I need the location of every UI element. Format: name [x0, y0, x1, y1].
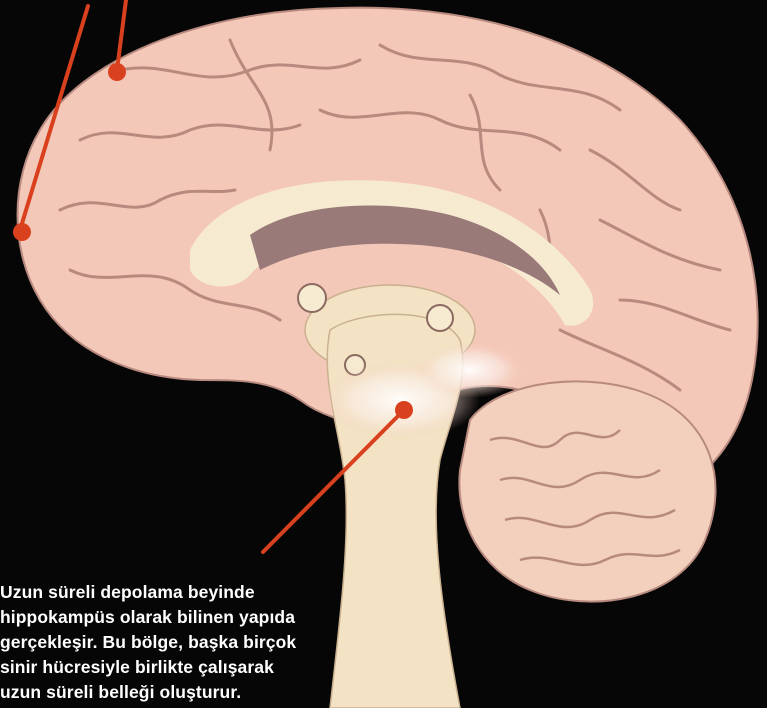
caption-line: Uzun süreli depolama beyinde: [0, 580, 320, 605]
hippocampus-glow-2: [415, 342, 525, 398]
cerebellum: [459, 381, 715, 601]
caption-text: Uzun süreli depolama beyinde hippokampüs…: [0, 580, 320, 705]
caption-line: uzun süreli belleği oluşturur.: [0, 680, 320, 705]
caption-line: hippokampüs olarak bilinen yapıda: [0, 605, 320, 630]
caption-line: sinir hücresiyle birlikte çalışarak: [0, 655, 320, 680]
caption-line: gerçekleşir. Bu bölge, başka birçok: [0, 630, 320, 655]
